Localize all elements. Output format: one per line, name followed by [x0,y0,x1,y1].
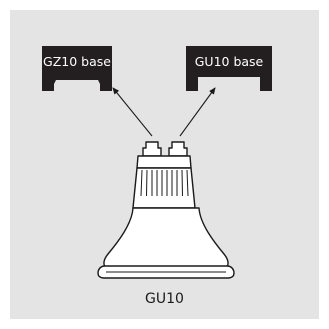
bulb-collar [136,155,192,169]
bulb-pins [142,141,188,157]
arrow-to-gz10 [112,87,153,137]
bulb-base-diagram: GZ10 base GU10 base [42,46,272,279]
arrow-to-gu10 [179,87,216,137]
gu10-base-label: GU10 base [195,54,264,69]
bulb-reflector [103,207,229,269]
bulb-ribs [140,169,189,197]
gz10-base-label: GZ10 base [43,54,111,69]
gu10-base-shape [186,46,272,91]
gu10-base: GU10 base [186,46,272,91]
gz10-base: GZ10 base [42,46,112,91]
gu10-bulb [97,141,235,279]
bulb-type-caption: GU10 [145,291,184,307]
diagram-panel: GZ10 base GU10 base [10,10,319,319]
gz10-base-shape [42,46,112,91]
